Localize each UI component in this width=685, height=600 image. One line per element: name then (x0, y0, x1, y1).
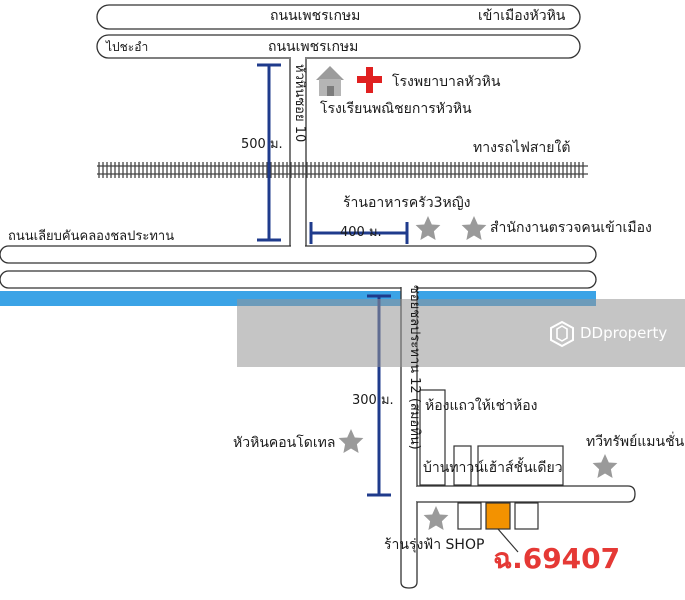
restaurant-label: ร้านอาหารครัว3หญิง (343, 195, 471, 211)
side-lane (417, 485, 636, 503)
restaurant-star-icon (415, 216, 441, 240)
shop-lot-1 (457, 502, 482, 530)
distance-500-line (257, 63, 281, 242)
railway (97, 162, 588, 178)
immigration-star-icon (461, 216, 487, 240)
shop-star-icon (423, 506, 449, 530)
soi10-road (289, 59, 307, 246)
property-pointer (497, 528, 519, 553)
top-road-label: ถนนเพชรเกษม (270, 8, 361, 24)
condotel-star-icon (338, 429, 364, 453)
soi12-label: ซอยชลประทาน 12 (สมอทิน) (407, 285, 422, 450)
distance-400-label: 400 ม. (340, 225, 382, 240)
shop-label: ร้านรุ่งฟ้า SHOP (384, 537, 485, 553)
distance-500-label: 500 ม. (241, 137, 283, 152)
townhouse-label: บ้านทาวน์เฮ้าส์ชั้นเดียว (423, 460, 563, 476)
hospital-label: โรงพยาบาลหัวหิน (392, 74, 501, 90)
shop-lot-3 (514, 502, 539, 530)
side-lane-junction (403, 487, 417, 501)
townhouse-building (477, 445, 564, 486)
soi10-label: หัวหินซอย 10 (292, 64, 307, 143)
railway-label: ทางรถไฟสายใต้ (473, 140, 571, 156)
second-road-label: ถนนเพชรเกษม (268, 39, 359, 55)
property-lot (485, 502, 511, 530)
watermark-text: DDproperty (580, 324, 668, 342)
top-road (96, 4, 581, 30)
condotel-label: หัวหินคอนโดเทล (233, 435, 336, 451)
second-road (96, 34, 581, 59)
mansion-star-icon (592, 454, 618, 478)
to-cha-am-label: ไปชะอำ (106, 40, 149, 54)
soi10-junction (291, 55, 305, 63)
small-house (453, 445, 472, 486)
canal-road-lower (0, 270, 597, 289)
watermark-band (237, 299, 685, 367)
distance-300-label: 300 ม. (352, 393, 394, 408)
rental-rooms-label: ห้องแถวให้เช่าห้อง (425, 398, 538, 414)
mansion-label: ทวีทรัพย์แมนชั่น (586, 434, 685, 450)
school-icon (316, 66, 344, 96)
school-label: โรงเรียนพณิชยการหัวหิน (320, 101, 472, 117)
to-huahin-label: เข้าเมืองหัวหิน (478, 8, 566, 24)
ddproperty-logo-icon (550, 320, 574, 348)
rental-rooms-building (419, 389, 446, 486)
soi10-junction-bottom (291, 240, 305, 250)
property-code: ฉ.69407 (493, 542, 621, 575)
distance-400-line (309, 222, 409, 244)
immigration-label: สำนักงานตรวจคนเข้าเมือง (490, 220, 652, 236)
hospital-cross-icon (357, 67, 382, 93)
canal-road-label: ถนนเลียบคันคลองชลประทาน (8, 229, 175, 244)
